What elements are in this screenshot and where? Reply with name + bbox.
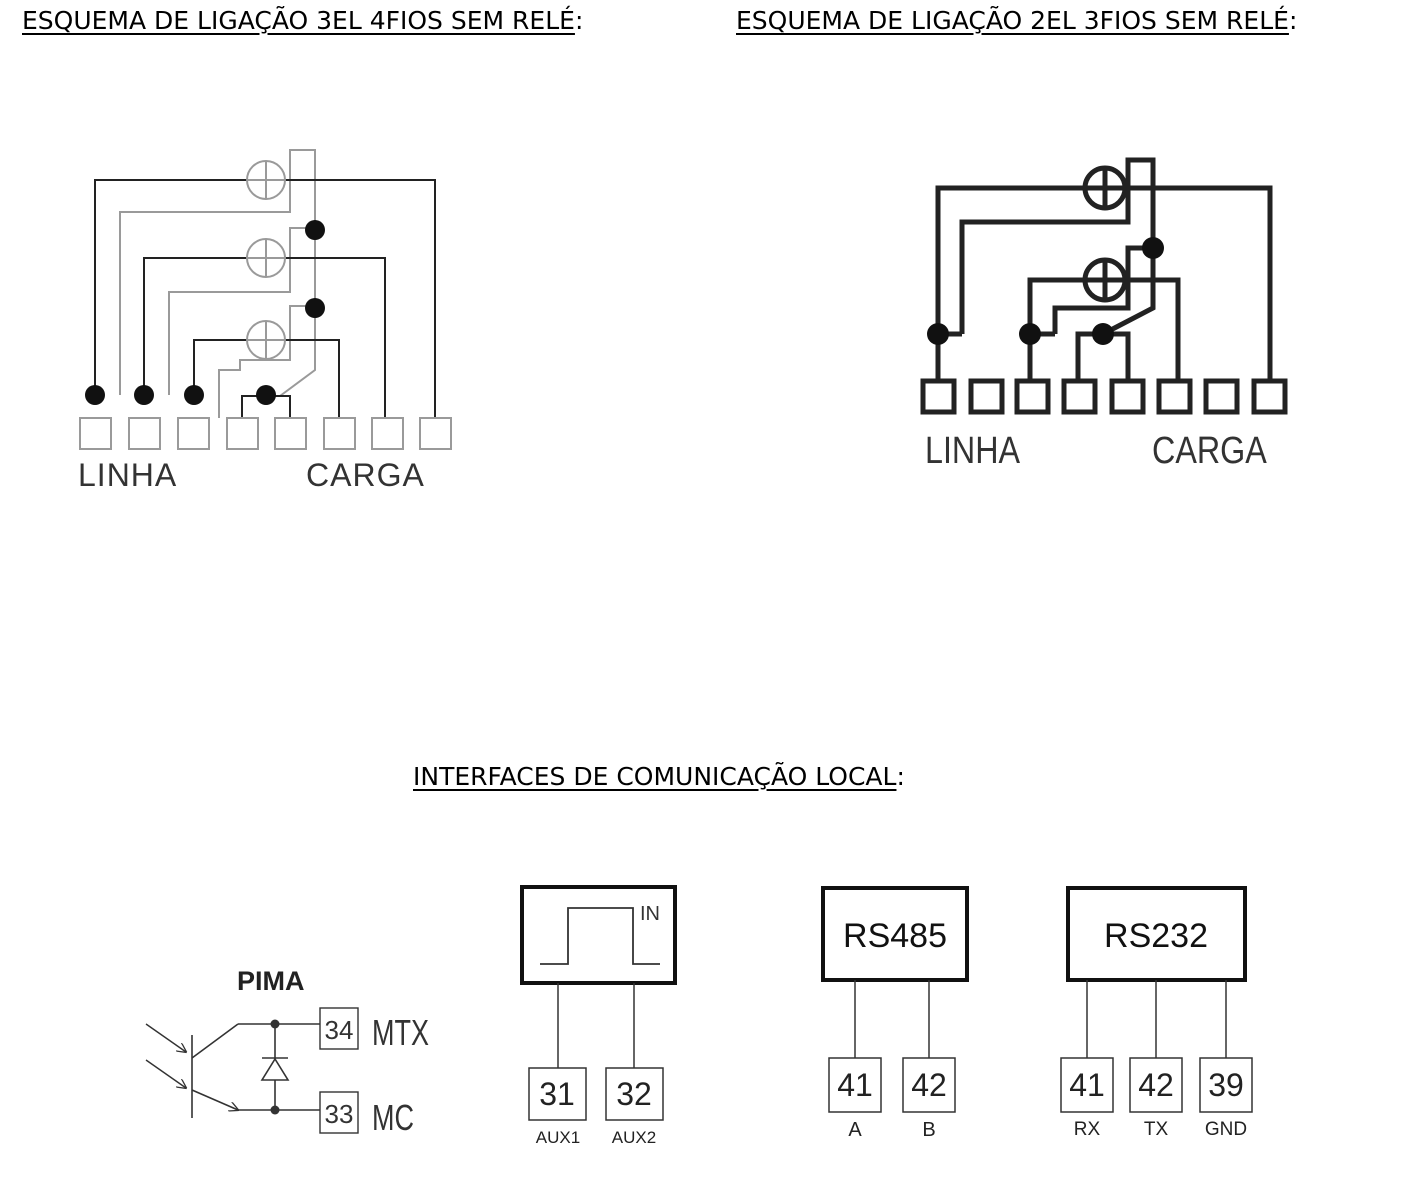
pulse-terminals — [528, 1067, 664, 1121]
rs232-gnd-label: GND — [1205, 1119, 1247, 1140]
pima-terminal-33: 33 — [325, 1099, 354, 1129]
rs232-terminal-42: 42 — [1138, 1067, 1174, 1103]
rs485-b-label: B — [922, 1119, 935, 1141]
heading-interfaces-colon: : — [896, 762, 905, 791]
diagram-3el-4fios: LINHA CARGA — [78, 149, 452, 493]
heading-3el-text: ESQUEMA DE LIGAÇÃO 3EL 4FIOS SEM RELÉ — [22, 6, 575, 35]
diagram-3el-carga-label: CARGA — [306, 457, 425, 493]
rs232-title: RS232 — [1104, 917, 1208, 955]
diagram-3el-coils — [246, 160, 286, 360]
rs232-leads — [1086, 980, 1227, 1058]
diagram-3el-gray-wires — [119, 149, 316, 418]
pima-phototransistor — [191, 1023, 320, 1118]
pulse-in-label: IN — [640, 903, 660, 925]
diagram-2el-carga-label: CARGA — [1152, 430, 1267, 472]
diagram-2el-linha-label: LINHA — [925, 430, 1021, 472]
rs232-terminals — [1060, 1057, 1253, 1113]
pima-terminals — [319, 1007, 359, 1134]
rs232-tx-label: TX — [1144, 1119, 1169, 1140]
rs485-interface: RS485 41 42 A B — [821, 886, 969, 1141]
rs232-terminal-39: 39 — [1208, 1067, 1244, 1103]
pima-mc-label: MC — [372, 1097, 414, 1138]
pima-light-arrows — [145, 1023, 186, 1088]
heading-2el-text: ESQUEMA DE LIGAÇÃO 2EL 3FIOS SEM RELÉ — [736, 6, 1289, 35]
rs485-terminals — [828, 1057, 956, 1113]
diagram-3el-junction-dots — [85, 220, 325, 405]
pulse-terminal-31: 31 — [539, 1076, 575, 1112]
pulse-box — [520, 885, 677, 985]
pima-junction-dots — [270, 1019, 280, 1115]
diagram-3el-terminals — [79, 417, 452, 450]
diagram-2el-terminals — [920, 378, 1288, 415]
diagram-2el-coils — [1082, 165, 1128, 303]
heading-interfaces-text: INTERFACES DE COMUNICAÇÃO LOCAL — [413, 762, 897, 791]
diagram-3el-linha-label: LINHA — [78, 457, 177, 493]
pulse-input-interface: IN 31 32 AUX1 AUX2 — [520, 885, 677, 1147]
diode-icon — [260, 1057, 290, 1081]
pulse-leads — [557, 983, 635, 1068]
rs485-terminal-41: 41 — [837, 1067, 873, 1103]
rs485-terminal-42: 42 — [911, 1067, 947, 1103]
pima-mtx-label: MTX — [372, 1012, 429, 1053]
pima-interface: PIMA 34 33 MTX MC — [145, 966, 429, 1138]
pulse-terminal-32: 32 — [616, 1076, 652, 1112]
pulse-aux1-label: AUX1 — [536, 1128, 580, 1147]
pima-title: PIMA — [237, 966, 305, 996]
diagram-3el-black-wires — [94, 179, 436, 418]
rs485-title: RS485 — [843, 917, 947, 955]
heading-2el-3fios: ESQUEMA DE LIGAÇÃO 2EL 3FIOS SEM RELÉ: — [736, 6, 1297, 35]
pima-terminal-34: 34 — [325, 1015, 354, 1045]
heading-2el-colon: : — [1288, 6, 1298, 35]
rs232-interface: RS232 41 42 39 RX TX GND — [1060, 886, 1253, 1140]
pulse-waveform-icon — [540, 907, 660, 965]
heading-3el-4fios: ESQUEMA DE LIGAÇÃO 3EL 4FIOS SEM RELÉ: — [22, 6, 583, 35]
rs232-rx-label: RX — [1074, 1119, 1101, 1140]
heading-interfaces: INTERFACES DE COMUNICAÇÃO LOCAL: — [413, 762, 905, 791]
rs485-a-label: A — [848, 1119, 862, 1141]
diagram-2el-3fios: LINHA CARGA — [920, 157, 1288, 472]
heading-3el-colon: : — [574, 6, 584, 35]
pulse-aux2-label: AUX2 — [612, 1128, 656, 1147]
rs232-terminal-41: 41 — [1069, 1067, 1105, 1103]
rs485-box — [821, 886, 969, 982]
rs485-leads — [854, 980, 930, 1058]
diagram-2el-junction-dots — [927, 237, 1164, 345]
